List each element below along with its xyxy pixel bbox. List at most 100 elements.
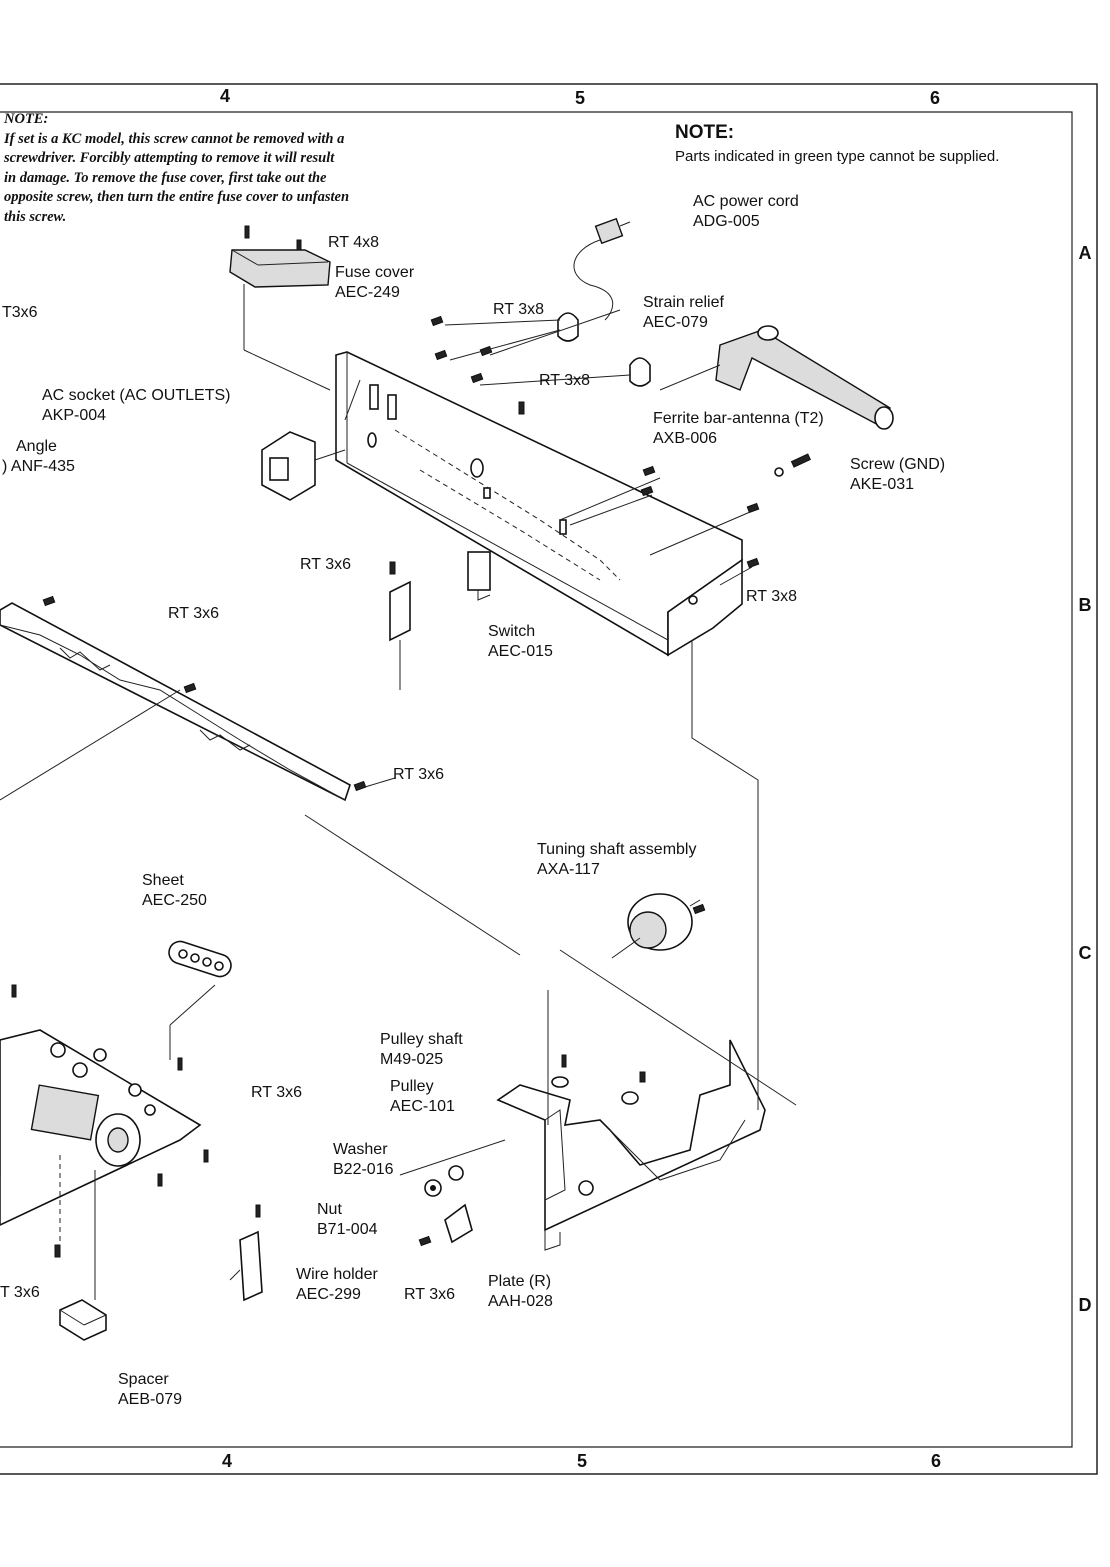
tuning-shaft-part bbox=[611, 893, 701, 959]
column-number-bottom-5: 5 bbox=[576, 1451, 587, 1471]
part-name: Tuning shaft assembly bbox=[537, 841, 697, 858]
part-code: AEC-101 bbox=[390, 1098, 455, 1115]
switch-part bbox=[389, 551, 491, 690]
label-rt3x8-b: RT 3x8 bbox=[539, 372, 590, 389]
spacer-part bbox=[59, 1299, 107, 1341]
column-number-top-5: 5 bbox=[574, 88, 585, 108]
part-code: AEC-299 bbox=[296, 1286, 361, 1303]
label-nut: Nut B71-004 bbox=[317, 1200, 378, 1240]
part-code: B71-004 bbox=[317, 1221, 378, 1238]
label-washer: Washer B22-016 bbox=[333, 1140, 394, 1180]
part-name: Pulley shaft bbox=[380, 1031, 463, 1048]
part-name: Fuse cover bbox=[335, 264, 415, 281]
label-tuning-shaft: Tuning shaft assembly AXA-117 bbox=[537, 840, 696, 880]
pcb-part bbox=[0, 1029, 202, 1300]
label-rt3x6-switch: RT 3x6 bbox=[300, 556, 351, 573]
washer-nut-part bbox=[424, 1165, 473, 1244]
part-code: ) ANF-435 bbox=[2, 458, 75, 475]
part-name: Switch bbox=[488, 623, 536, 640]
part-name: Pulley bbox=[390, 1078, 434, 1095]
part-code: B22-016 bbox=[333, 1161, 394, 1178]
label-angle: Angle ) ANF-435 bbox=[2, 437, 75, 477]
row-letter-b: B bbox=[1078, 595, 1092, 615]
part-code: AEC-250 bbox=[142, 892, 207, 909]
ac-power-cord-part bbox=[573, 217, 631, 321]
note-line: opposite screw, then turn the entire fus… bbox=[4, 189, 350, 205]
sheet-part bbox=[168, 940, 232, 1060]
label-switch: Switch AEC-015 bbox=[488, 622, 553, 662]
wire-holder-part bbox=[229, 1230, 263, 1302]
note-line: in damage. To remove the fuse cover, fir… bbox=[4, 169, 327, 186]
label-rt3x6-pcb: RT 3x6 bbox=[251, 1084, 302, 1101]
part-code: AKE-031 bbox=[850, 476, 915, 493]
row-letter-a: A bbox=[1078, 243, 1092, 263]
supply-note-text: Parts indicated in green type cannot be … bbox=[675, 148, 1000, 165]
part-name: Strain relief bbox=[643, 294, 724, 311]
part-name: Nut bbox=[317, 1201, 342, 1218]
label-strain-relief: Strain relief AEC-079 bbox=[643, 293, 724, 333]
label-rt3x8-a: RT 3x8 bbox=[493, 301, 544, 318]
label-pulley: Pulley AEC-101 bbox=[390, 1077, 455, 1117]
strain-relief-part bbox=[557, 312, 651, 387]
label-ferrite-antenna: Ferrite bar-antenna (T2) AXB-006 bbox=[653, 409, 824, 449]
label-t3x6-bottom: T 3x6 bbox=[0, 1284, 40, 1301]
part-name: Wire holder bbox=[296, 1266, 378, 1283]
screws bbox=[11, 315, 811, 1258]
part-code: AAH-028 bbox=[488, 1293, 553, 1310]
part-code: AKP-004 bbox=[42, 407, 107, 424]
part-code: AEC-079 bbox=[643, 314, 708, 331]
row-letter-c: C bbox=[1078, 943, 1092, 963]
part-code: AEC-249 bbox=[335, 284, 400, 301]
label-screw-gnd: Screw (GND) AKE-031 bbox=[850, 455, 945, 495]
part-name: Washer bbox=[333, 1141, 388, 1158]
part-name: AC socket (AC OUTLETS) bbox=[42, 387, 231, 404]
row-letter-d: D bbox=[1078, 1295, 1092, 1315]
plate-r-part bbox=[496, 990, 766, 1251]
part-code: M49-025 bbox=[380, 1051, 444, 1068]
part-code: AXA-117 bbox=[537, 861, 600, 878]
kc-model-note: NOTE: If set is a KC model, this screw c… bbox=[4, 110, 484, 227]
label-plate-r: Plate (R) AAH-028 bbox=[488, 1272, 553, 1312]
note-line: this screw. bbox=[4, 208, 67, 225]
note-title: NOTE: bbox=[4, 111, 49, 127]
label-fuse-cover: Fuse cover AEC-249 bbox=[335, 263, 414, 303]
part-code: AEB-079 bbox=[118, 1391, 183, 1408]
rear-panel-part bbox=[335, 351, 743, 657]
part-name: Screw (GND) bbox=[850, 456, 946, 473]
label-wire-holder: Wire holder AEC-299 bbox=[296, 1265, 378, 1305]
label-spacer: Spacer AEB-079 bbox=[118, 1370, 182, 1410]
label-rt3x8-c: RT 3x8 bbox=[746, 588, 797, 605]
fuse-cover-part bbox=[229, 225, 331, 391]
column-number-top-6: 6 bbox=[929, 88, 940, 108]
part-code: ADG-005 bbox=[693, 213, 760, 230]
part-code: AXB-006 bbox=[653, 430, 718, 447]
ac-socket-part bbox=[261, 431, 346, 501]
label-sheet: Sheet AEC-250 bbox=[142, 871, 207, 911]
inner-border bbox=[0, 111, 1073, 1448]
outer-border bbox=[0, 83, 1098, 1475]
column-number-top-4: 4 bbox=[219, 86, 230, 106]
note-line: screwdriver. Forcibly attempting to remo… bbox=[4, 150, 335, 166]
label-ac-socket: AC socket (AC OUTLETS) AKP-004 bbox=[42, 386, 230, 426]
column-number-bottom-6: 6 bbox=[930, 1451, 941, 1471]
label-rt3x6-plate: RT 3x6 bbox=[404, 1286, 455, 1303]
label-pulley-shaft: Pulley shaft M49-025 bbox=[380, 1030, 463, 1070]
column-number-bottom-4: 4 bbox=[221, 1451, 232, 1471]
label-t3x6-top: T3x6 bbox=[2, 304, 38, 321]
ferrite-antenna-part bbox=[659, 325, 894, 430]
note-line: If set is a KC model, this screw cannot … bbox=[4, 130, 345, 147]
part-name: Sheet bbox=[142, 872, 184, 889]
label-rt3x6-left: RT 3x6 bbox=[168, 605, 219, 622]
part-name: Plate (R) bbox=[488, 1273, 552, 1290]
part-name: AC power cord bbox=[693, 193, 799, 210]
label-ac-power-cord: AC power cord ADG-005 bbox=[693, 192, 799, 232]
leader-lines bbox=[344, 309, 797, 1176]
angle-bracket-part bbox=[0, 602, 521, 956]
supply-note-title: NOTE: bbox=[675, 122, 735, 143]
part-code: AEC-015 bbox=[488, 643, 553, 660]
part-name: Spacer bbox=[118, 1371, 169, 1388]
part-name: Ferrite bar-antenna (T2) bbox=[653, 410, 824, 427]
label-rt3x6-mid: RT 3x6 bbox=[393, 766, 444, 783]
